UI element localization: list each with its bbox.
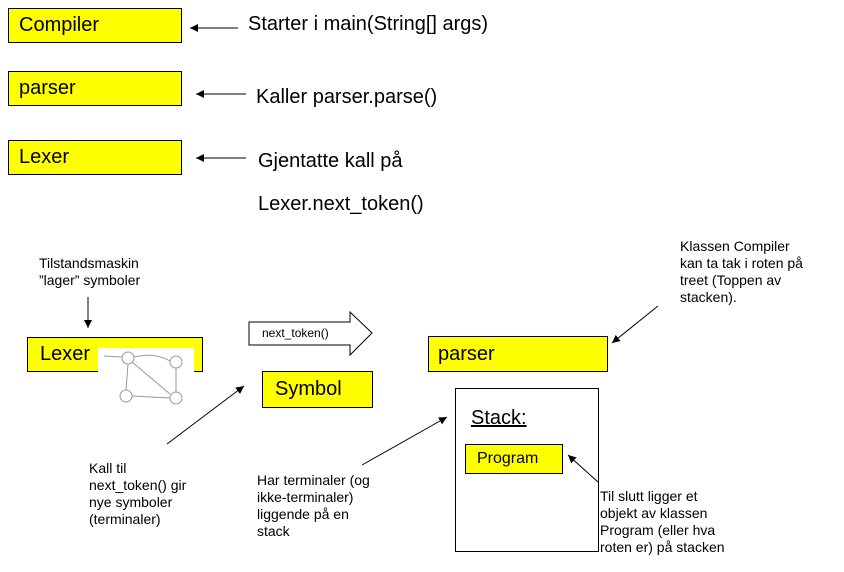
arrow-stack-note (361, 416, 448, 466)
compiler-label: Compiler (19, 14, 100, 36)
call-note-line: Kall til (89, 460, 127, 476)
call-note-line: (terminaler) (89, 511, 161, 527)
result-note-line: roten er) på stacken (600, 539, 725, 555)
compiler-note: Starter i main(String[] args) (248, 13, 489, 35)
arrow-call-note (166, 385, 245, 445)
parser-box-bottom: parser (428, 336, 608, 372)
call-note-line: nye symboler (89, 494, 173, 510)
call-note: Kall til next_token() gir nye symboler (… (89, 460, 186, 528)
next-token-label: next_token() (262, 326, 329, 340)
stack-note-line: ikke-terminaler) (257, 489, 354, 505)
call-note-line: next_token() gir (89, 477, 187, 493)
lexer-box: Lexer (8, 140, 182, 175)
state-machine-note: Tilstandsmaskin ”lager” symboler (39, 255, 140, 289)
stack-note-line: stack (257, 523, 290, 539)
state-machine-note-line: Tilstandsmaskin (39, 255, 139, 271)
stack-note-line: liggende på en (257, 506, 349, 522)
parser-note: Kaller parser.parse() (256, 86, 438, 108)
result-note-line: Program (eller hva (600, 522, 716, 538)
parser-label-bottom: parser (438, 342, 495, 365)
lexer-label: Lexer (19, 146, 70, 168)
stack-note: Har terminaler (og ikke-terminaler) ligg… (257, 472, 370, 540)
stack-container: Stack: Program (455, 388, 599, 552)
program-box: Program (465, 444, 563, 474)
lexer-note-line1: Gjentatte kall på (258, 150, 403, 172)
result-note-line: Til slutt ligger et (600, 488, 698, 504)
compiler-note-line: kan ta tak i roten på (680, 255, 803, 271)
stack-note-line: Har terminaler (og (257, 472, 370, 488)
lexer-note-line2: Lexer.next_token() (258, 193, 424, 215)
lexer-label-bottom: Lexer (40, 343, 91, 365)
compiler-box: Compiler (8, 8, 182, 43)
lexer-box-bottom: Lexer (27, 337, 203, 372)
symbol-box: Symbol (262, 371, 373, 408)
symbol-label: Symbol (275, 378, 342, 400)
arrow-compiler-note (611, 305, 659, 344)
result-note-line: objekt av klassen (600, 505, 708, 521)
parser-box: parser (8, 71, 182, 106)
stack-title: Stack: (471, 407, 527, 429)
state-machine-note-line: ”lager” symboler (39, 272, 141, 288)
compiler-note-bottom: Klassen Compiler kan ta tak i roten på t… (680, 238, 803, 306)
result-note: Til slutt ligger et objekt av klassen Pr… (600, 488, 725, 556)
parser-label: parser (19, 77, 76, 99)
compiler-note-line: Klassen Compiler (680, 238, 790, 254)
compiler-note-line: treet (Toppen av (680, 272, 782, 288)
compiler-note-line: stacken). (680, 289, 737, 305)
program-label: Program (477, 450, 539, 467)
